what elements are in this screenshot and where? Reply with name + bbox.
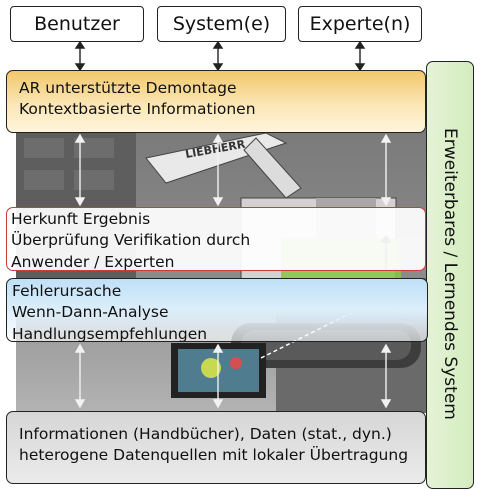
origin-layer-line-1: Herkunft Ergebnis [11,210,151,228]
origin-layer-band: Herkunft Ergebnis Überprüfung Verifikati… [6,207,426,271]
role-experts-label: Experte(n) [309,13,411,35]
info-layer-line-2: heterogene Datenquellen mit lokaler Über… [19,446,409,465]
learning-system-panel [426,61,474,489]
fault-layer-line-1: Fehlerursache [12,282,122,300]
role-systems-label: System(e) [172,13,271,35]
role-experts-box: Experte(n) [298,6,422,42]
ar-layer-band: AR unterstützte Demontage Kontextbasiert… [6,70,426,133]
fault-layer-line-3: Handlungsempfehlungen [12,324,208,343]
info-layer-line-1: Informationen (Handbücher), Daten (stat.… [19,425,392,443]
role-user-label: Benutzer [34,13,120,35]
role-systems-box: System(e) [157,6,286,42]
ar-layer-line-1: AR unterstützte Demontage [19,79,237,97]
ar-layer-line-2: Kontextbasierte Informationen [19,100,256,119]
info-layer-band: Informationen (Handbücher), Daten (stat.… [6,411,426,484]
fault-layer-line-2: Wenn-Dann-Analyse [12,303,169,322]
learning-system-label: Erweiterbares / Lernendes System [440,128,460,420]
origin-layer-line-2: Überprüfung Verifikation durch [11,231,251,250]
fault-layer-band: Fehlerursache Wenn-Dann-Analyse Handlung… [6,278,428,343]
role-user-box: Benutzer [10,6,144,42]
origin-layer-line-3: Anwender / Experten [11,252,175,271]
